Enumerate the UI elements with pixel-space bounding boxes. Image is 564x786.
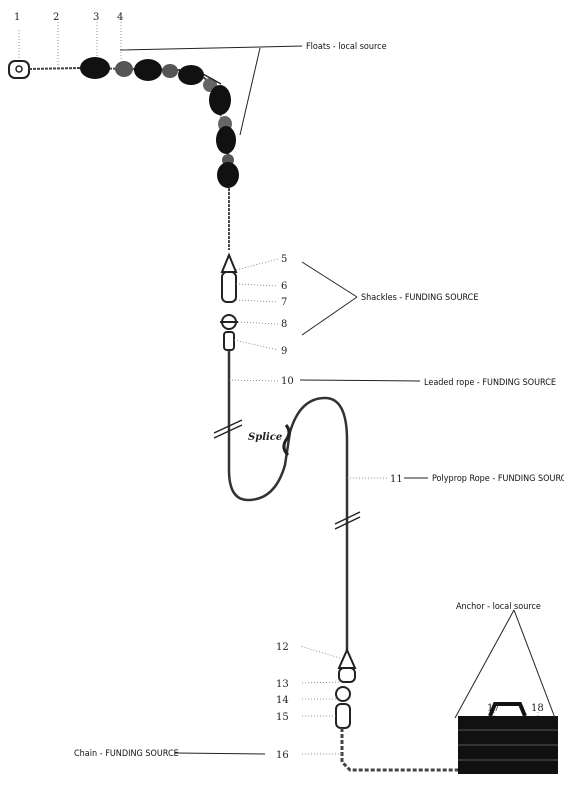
part-number-15: 15 (276, 712, 289, 723)
float (80, 57, 110, 79)
shackles-callout (301, 261, 358, 298)
anchor-block (458, 702, 558, 774)
float-rope (28, 66, 230, 250)
float (178, 65, 204, 85)
part-number-1: 1 (14, 12, 20, 23)
chain-label: Chain - FUNDING SOURCE (74, 749, 179, 759)
buoy-assembly (8, 57, 239, 250)
leader (233, 339, 279, 351)
shackles-callout (301, 296, 358, 336)
thimble (220, 252, 238, 273)
float (115, 61, 133, 77)
part-number-5: 5 (281, 254, 287, 265)
part-number-14: 14 (276, 695, 289, 706)
leader (237, 321, 279, 325)
rope-break (213, 424, 243, 439)
anchor-handle (488, 702, 527, 717)
part-number-11: 11 (390, 474, 403, 485)
float (162, 64, 178, 78)
part-number-16: 16 (276, 750, 289, 761)
shackle-lower (223, 331, 235, 351)
part-number-7: 7 (281, 297, 287, 308)
component-labels: Floats - local source Shackles - FUNDING… (74, 42, 564, 759)
float (209, 85, 231, 115)
part-number-4: 4 (117, 12, 123, 23)
leaded-rope (227, 350, 349, 650)
part-number-3: 3 (93, 12, 99, 23)
leader (235, 258, 279, 271)
leader (235, 283, 279, 287)
swivel (335, 686, 351, 702)
chain-callout (174, 752, 266, 755)
part-number-9: 9 (281, 346, 287, 357)
thimble (337, 647, 357, 669)
polyprop-rope-label: Polyprop Rope - FUNDING SOURCE (432, 474, 564, 484)
callout-lines (119, 45, 556, 755)
leader (235, 299, 279, 303)
float (216, 126, 236, 154)
leaded-rope-label: Leaded rope - FUNDING SOURCE (424, 378, 556, 388)
number-leaders (18, 22, 539, 755)
rope-break (202, 73, 222, 85)
part-number-2: 2 (53, 12, 59, 23)
part-number-17: 17 (487, 703, 500, 714)
part-number-labels: 1 2 3 4 5 6 7 8 9 10 11 12 13 14 15 16 1… (14, 12, 544, 761)
part-number-8: 8 (281, 319, 287, 330)
shackles-label: Shackles - FUNDING SOURCE (361, 293, 478, 303)
part-number-6: 6 (281, 281, 287, 292)
part-number-13: 13 (276, 679, 289, 690)
rope-break (334, 516, 361, 530)
upper-shackles (220, 252, 238, 351)
lower-shackles (335, 647, 357, 729)
floats-callout (239, 47, 261, 136)
float (217, 162, 239, 188)
floats-label: Floats - local source (306, 42, 387, 52)
leader (299, 645, 341, 659)
shackle (338, 667, 356, 683)
buoy-ring (8, 60, 30, 79)
shackle (221, 271, 237, 303)
splice-mark (282, 424, 291, 457)
anchor-callout (513, 609, 556, 719)
part-number-10: 10 (281, 376, 294, 387)
chain (340, 728, 470, 772)
rope-break (213, 419, 243, 434)
rope (202, 73, 361, 650)
anchor-callout (454, 609, 515, 719)
rope-break (334, 511, 361, 525)
leaded-rope-callout (299, 379, 421, 382)
buoy-ring-eye (15, 65, 23, 73)
anchor-label: Anchor - local source (456, 602, 541, 612)
shackle-lower (335, 703, 351, 729)
floats-callout (119, 45, 303, 51)
part-number-18: 18 (531, 703, 544, 714)
float (134, 59, 162, 81)
part-number-12: 12 (276, 642, 289, 653)
splice-label: Splice (248, 432, 282, 443)
leader (228, 379, 279, 382)
leader (299, 681, 340, 684)
